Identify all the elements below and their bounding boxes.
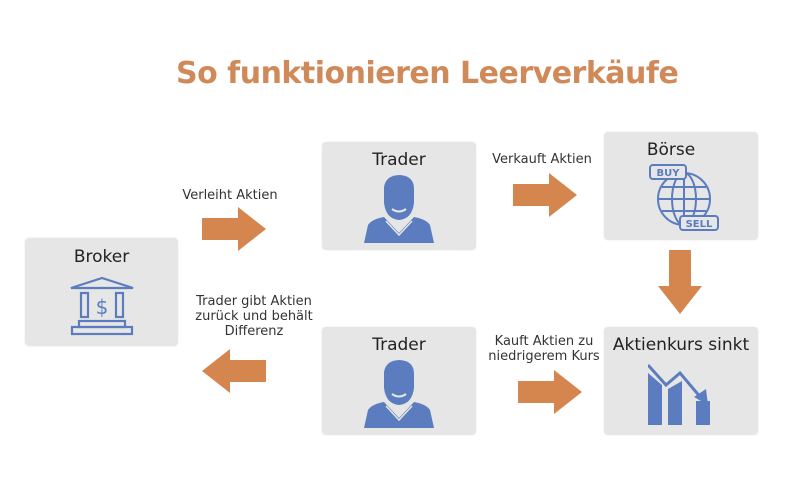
bank-icon: $ (70, 276, 134, 336)
trader-icon (364, 175, 434, 243)
svg-text:$: $ (96, 295, 109, 319)
arrow-down-icon (658, 250, 702, 314)
arrow-left-icon (202, 349, 266, 393)
edge-gibt-line1: Trader gibt Aktien (196, 294, 312, 309)
svg-text:BUY: BUY (657, 168, 681, 179)
edge-kauft-line1: Kauft Aktien zu (494, 334, 594, 349)
boerse-label: Börse (646, 140, 696, 160)
buy-sell-globe-icon: BUY SELL (649, 164, 719, 231)
boerse-box: Börse BUY SELL (604, 132, 758, 240)
arrow-right-icon (202, 207, 266, 251)
edge-kauft-label: Kauft Aktien zu niedrigerem Kurs (482, 334, 606, 364)
edge-verkauft-label: Verkauft Aktien (492, 152, 592, 167)
trader-top-label: Trader (372, 150, 426, 170)
edge-verleiht-label: Verleiht Aktien (182, 188, 278, 203)
trader-bottom-label: Trader (372, 335, 426, 355)
arrow-right-icon (518, 370, 582, 414)
edge-kauft-line2: niedrigerem Kurs (488, 349, 600, 364)
svg-text:SELL: SELL (686, 219, 713, 230)
trader-top-box: Trader (322, 142, 476, 250)
edge-gibt-line2: zurück und behält (195, 309, 313, 324)
falling-chart-icon (648, 363, 710, 425)
edge-gibt-line3: Differenz (224, 324, 284, 339)
arrow-right-icon (513, 173, 577, 217)
trader-bottom-box: Trader (322, 327, 476, 435)
trader-icon (364, 360, 434, 428)
broker-box: Broker $ (25, 238, 178, 346)
aktienkurs-box: Aktienkurs sinkt (604, 327, 758, 435)
page-title: So funktionieren Leerverkäufe (176, 56, 679, 91)
broker-label: Broker (73, 247, 130, 267)
edge-gibt-label: Trader gibt Aktien zurück und behält Dif… (188, 294, 320, 339)
aktienkurs-label: Aktienkurs sinkt (612, 335, 750, 355)
